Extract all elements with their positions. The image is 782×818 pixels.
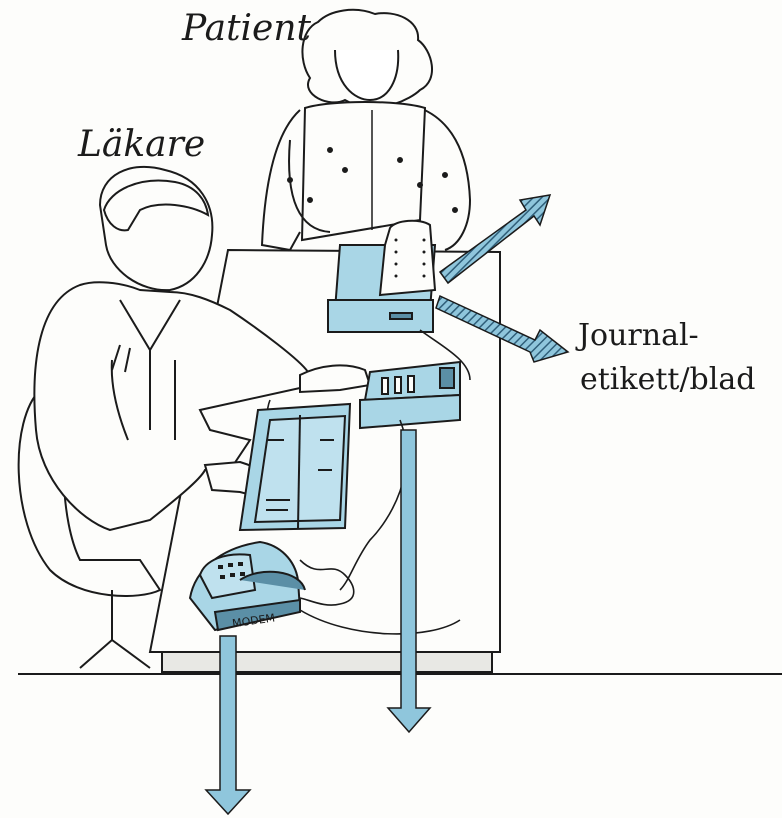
computer-unit-icon xyxy=(360,362,460,428)
binder-icon xyxy=(240,404,350,530)
patient-label: Patient xyxy=(182,8,311,49)
journal-label-line2: etikett/blad xyxy=(580,362,755,397)
journal-label-line1: Journal- xyxy=(578,318,699,353)
printer-icon xyxy=(328,221,435,332)
doctor-label: Läkare xyxy=(78,124,205,165)
